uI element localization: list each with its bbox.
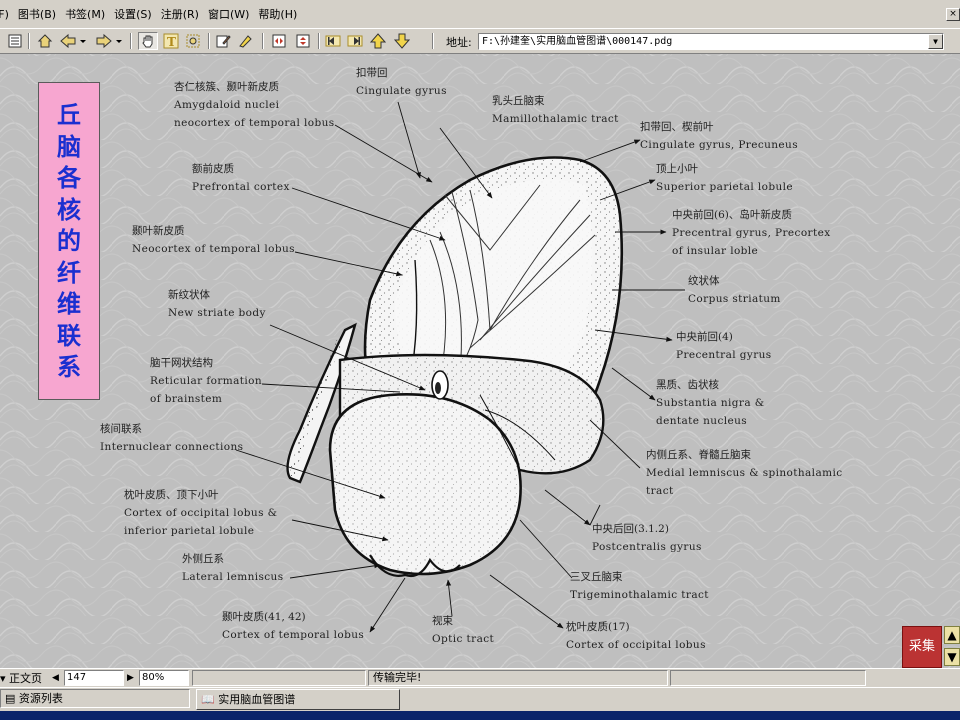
home-icon[interactable]: [36, 32, 54, 50]
book-icon: 📖: [201, 693, 215, 706]
label-precentral-insular: 中央前回(6)、岛叶新皮质 Precentral gyrus, Precorte…: [672, 209, 831, 257]
label-lateral-lemniscus: 外侧丘系 Lateral lemniscus: [182, 553, 284, 583]
label-optic: 视束 Optic tract: [432, 615, 495, 645]
label-amygdaloid: 杏仁核簇、颞叶新皮质 Amygdaloid nuclei neocortex o…: [174, 81, 335, 129]
address-input[interactable]: F:\孙建奎\实用脑血管图谱\000147.pdg ▼: [478, 33, 944, 50]
taskbar-book-label: 实用脑血管图谱: [218, 693, 296, 706]
label-occipital-17: 枕叶皮质(17) Cortex of occipital lobus: [566, 621, 706, 651]
collect-stamp-button[interactable]: 采集: [902, 626, 942, 668]
menu-book[interactable]: 图书(B): [17, 8, 57, 21]
status-panel-empty: [192, 670, 366, 686]
toolbar-separator: [208, 33, 210, 49]
zoom-select[interactable]: 80%: [139, 670, 189, 686]
page-type-label: 正文页: [9, 672, 43, 685]
toc-icon[interactable]: [6, 32, 24, 50]
toolbar-separator: [262, 33, 264, 49]
menu-help[interactable]: 帮助(H): [258, 8, 298, 21]
status-message-panel: 传输完毕!: [368, 670, 668, 686]
first-page-icon[interactable]: [324, 32, 342, 50]
highlight-icon[interactable]: [236, 32, 254, 50]
fit-width-icon[interactable]: [270, 32, 288, 50]
label-postcentral: 中央后回(3.1.2) Postcentralis gyrus: [592, 523, 702, 553]
resource-list-icon: ▤: [5, 692, 16, 705]
label-internuclear: 核间联系 Internuclear connections: [100, 423, 244, 453]
title-char: 的: [57, 226, 81, 256]
page-type-dropdown[interactable]: ▾ 正文页: [0, 672, 43, 685]
title-char: 核: [57, 194, 81, 224]
toolbar: T 地址: F:\孙建奎\实用脑血管图谱\000147.pdg ▼: [0, 28, 960, 54]
label-superior-parietal: 顶上小叶 Superior parietal lobule: [656, 163, 794, 193]
menu-bookmarks[interactable]: 书签(M): [65, 8, 106, 21]
desktop-strip: [0, 711, 960, 720]
back-icon[interactable]: [58, 32, 88, 50]
next-page-icon[interactable]: [392, 32, 412, 50]
page-canvas: [0, 54, 960, 668]
label-precentral-4: 中央前回(4) Precentral gyrus: [676, 331, 772, 361]
page-next-icon[interactable]: ▶: [127, 673, 134, 683]
menu-file[interactable]: (F): [0, 7, 9, 21]
label-trigeminothalamic: 三叉丘脑束 Trigeminothalamic tract: [570, 571, 709, 601]
label-occipital-parietal: 枕叶皮质、顶下小叶 Cortex of occipital lobus & in…: [124, 489, 278, 537]
label-neocortex-temporal: 颞叶新皮质 Neocortex of temporal lobus: [132, 225, 295, 255]
title-char: 维: [57, 289, 81, 319]
svg-text:T: T: [167, 35, 176, 49]
title-char: 联: [57, 320, 81, 350]
prev-page-icon[interactable]: [368, 32, 388, 50]
scroll-down-button[interactable]: ▼: [944, 648, 960, 666]
status-panel-empty: [670, 670, 866, 686]
plate-title: 丘 脑 各 核 的 纤 维 联 系: [38, 82, 100, 400]
label-medial-lemniscus: 内侧丘系、脊髓丘脑束 Medial lemniscus & spinothala…: [646, 449, 843, 497]
menu-bar: (F) 图书(B) 书签(M) 设置(S) 注册(R) 窗口(W) 帮助(H): [0, 0, 960, 28]
page-viewer[interactable]: 丘 脑 各 核 的 纤 维 联 系 扣带回 Cingulate gyrus 乳头…: [0, 54, 960, 668]
address-label: 地址:: [446, 36, 472, 49]
page-number-input[interactable]: 147: [64, 670, 124, 686]
label-leader-lines: [235, 101, 685, 633]
annotate-icon[interactable]: [214, 32, 232, 50]
label-cingulate: 扣带回 Cingulate gyrus: [356, 67, 447, 97]
label-reticular: 脑干网状结构 Reticular formation of brainstem: [150, 357, 263, 405]
title-char: 丘: [57, 100, 81, 130]
window-close-button[interactable]: ×: [946, 8, 960, 21]
label-prefrontal: 额前皮质 Prefrontal cortex: [192, 163, 290, 193]
title-char: 各: [57, 163, 81, 193]
title-char: 脑: [57, 131, 81, 161]
label-corpus-striatum: 纹状体 Corpus striatum: [688, 275, 781, 305]
address-dropdown-button[interactable]: ▼: [928, 34, 943, 49]
menu-settings[interactable]: 设置(S): [114, 8, 152, 21]
zoom-value: 80%: [142, 672, 165, 683]
taskbar-book-button[interactable]: 📖 实用脑血管图谱: [196, 689, 400, 710]
label-mamillothalamic: 乳头丘脑束 Mamillothalamic tract: [492, 95, 619, 125]
title-char: 系: [57, 352, 81, 382]
label-new-striate: 新纹状体 New striate body: [168, 289, 266, 319]
hand-tool-icon[interactable]: [138, 32, 158, 50]
last-page-icon[interactable]: [346, 32, 364, 50]
forward-icon[interactable]: [94, 32, 124, 50]
region-select-icon[interactable]: [184, 32, 202, 50]
toolbar-separator: [130, 33, 132, 49]
toolbar-separator: [432, 33, 434, 49]
text-select-icon[interactable]: T: [162, 32, 180, 50]
fit-height-icon[interactable]: [294, 32, 312, 50]
resource-list-panel[interactable]: ▤ 资源列表: [0, 689, 190, 708]
label-substantia-nigra: 黑质、齿状核 Substantia nigra & dentate nucleu…: [656, 379, 765, 427]
title-char: 纤: [57, 257, 81, 287]
page-prev-icon[interactable]: ◀: [52, 673, 59, 683]
label-temporal-cortex: 颞叶皮质(41, 42) Cortex of temporal lobus: [222, 611, 365, 641]
resource-list-label: 资源列表: [18, 692, 63, 705]
status-message: 传输完毕!: [373, 671, 422, 684]
status-bar: ▾ 正文页 ◀ 147 ▶ 80% 传输完毕!: [0, 668, 960, 687]
address-value: F:\孙建奎\实用脑血管图谱\000147.pdg: [482, 36, 673, 47]
menu-window[interactable]: 窗口(W): [207, 8, 250, 21]
page-number: 147: [67, 672, 87, 683]
label-cingulate-precuneus: 扣带回、楔前叶 Cingulate gyrus, Precuneus: [640, 121, 798, 151]
toolbar-separator: [28, 33, 30, 49]
toolbar-separator: [318, 33, 320, 49]
menu-register[interactable]: 注册(R): [160, 8, 199, 21]
scroll-up-button[interactable]: ▲: [944, 626, 960, 644]
